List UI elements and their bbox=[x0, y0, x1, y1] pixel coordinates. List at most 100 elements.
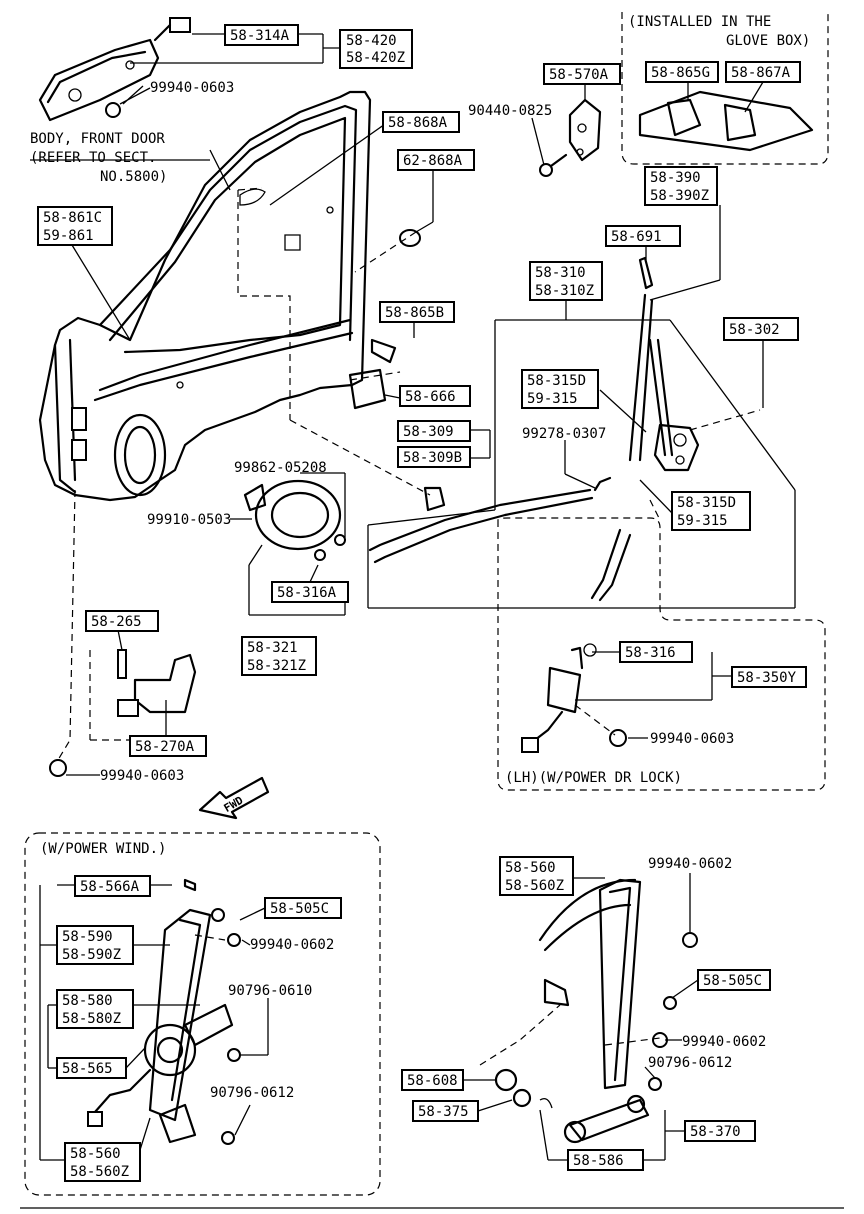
label-58-302: 58-302 bbox=[729, 322, 780, 338]
label-59-315-a: 59-315 bbox=[527, 391, 578, 407]
box-58-865B bbox=[379, 301, 455, 323]
box-58-590 bbox=[56, 925, 134, 965]
label-installed-2: GLOVE BOX) bbox=[726, 33, 810, 49]
label-58-560Z-l: 58-560Z bbox=[70, 1164, 129, 1180]
label-62-868A: 62-868A bbox=[403, 153, 463, 169]
label-58-316A: 58-316A bbox=[277, 585, 337, 601]
label-90796-0612-l: 90796-0612 bbox=[210, 1085, 294, 1101]
front-door-body bbox=[38, 90, 372, 502]
box-58-608 bbox=[401, 1069, 464, 1091]
box-58-691 bbox=[605, 225, 681, 247]
label-58-691: 58-691 bbox=[611, 229, 662, 245]
fwd-arrow-icon bbox=[198, 776, 270, 820]
label-99940-0603-top: 99940-0603 bbox=[150, 80, 234, 96]
label-58-560-r: 58-560 bbox=[505, 860, 556, 876]
box-58-309 bbox=[397, 420, 471, 442]
latch-lock-assembly bbox=[368, 256, 700, 602]
label-58-566A: 58-566A bbox=[80, 879, 140, 895]
box-58-390 bbox=[644, 166, 718, 206]
power-lock-region bbox=[497, 517, 826, 791]
label-58-590Z: 58-590Z bbox=[62, 947, 121, 963]
label-99940-0602-r2: 99940-0602 bbox=[682, 1034, 766, 1050]
label-58-420Z: 58-420Z bbox=[346, 50, 405, 66]
label-58-350Y: 58-350Y bbox=[737, 670, 797, 686]
box-58-321 bbox=[241, 636, 317, 676]
label-58-580: 58-580 bbox=[62, 993, 113, 1009]
label-w-power-wind: (W/POWER WIND.) bbox=[40, 841, 166, 857]
label-59-315-b: 59-315 bbox=[677, 513, 728, 529]
box-58-302 bbox=[723, 317, 799, 341]
label-body-front-door-1: BODY, FRONT DOOR bbox=[30, 131, 165, 147]
box-58-666 bbox=[399, 385, 471, 407]
label-body-front-door-3: NO.5800) bbox=[100, 169, 167, 185]
box-58-566A bbox=[74, 875, 151, 897]
glove-box-region bbox=[621, 12, 829, 165]
box-58-420 bbox=[339, 29, 413, 69]
box-58-565 bbox=[56, 1057, 127, 1079]
label-58-316: 58-316 bbox=[625, 645, 676, 661]
box-58-867A bbox=[725, 61, 801, 83]
label-58-608: 58-608 bbox=[407, 1073, 458, 1089]
door-clips bbox=[348, 229, 446, 512]
label-58-310Z: 58-310Z bbox=[535, 283, 594, 299]
label-body-front-door-2: (REFER TO SECT. bbox=[30, 150, 156, 166]
label-90796-0612-r: 90796-0612 bbox=[648, 1055, 732, 1071]
box-58-865G bbox=[645, 61, 719, 83]
label-58-315D-b: 58-315D bbox=[677, 495, 736, 511]
label-58-570A: 58-570A bbox=[549, 67, 609, 83]
label-58-865B: 58-865B bbox=[385, 305, 444, 321]
label-58-505C-r: 58-505C bbox=[703, 973, 762, 989]
box-58-350Y bbox=[731, 666, 807, 688]
label-99862-05208: 99862-05208 bbox=[234, 460, 327, 476]
label-99910-0503: 99910-0503 bbox=[147, 512, 231, 528]
label-58-321: 58-321 bbox=[247, 640, 298, 656]
box-58-315D-b bbox=[671, 491, 751, 531]
box-58-570A bbox=[543, 63, 621, 85]
power-window-regulator bbox=[87, 878, 241, 1145]
label-58-861C: 58-861C bbox=[43, 210, 102, 226]
box-58-270A bbox=[129, 735, 207, 757]
box-58-316 bbox=[619, 641, 693, 663]
box-58-560-l bbox=[64, 1142, 141, 1182]
label-installed-1: (INSTALLED IN THE bbox=[628, 14, 771, 30]
box-62-868A bbox=[397, 149, 475, 171]
label-58-560Z-r: 58-560Z bbox=[505, 878, 564, 894]
leader-lines bbox=[30, 81, 796, 1161]
lock-actuator bbox=[521, 643, 627, 753]
label-58-309: 58-309 bbox=[403, 424, 454, 440]
box-58-861C bbox=[37, 206, 113, 246]
label-90440-0825: 90440-0825 bbox=[468, 103, 552, 119]
label-58-420: 58-420 bbox=[346, 33, 397, 49]
label-lh-power-lock: (LH)(W/POWER DR LOCK) bbox=[505, 770, 682, 786]
box-58-309B bbox=[397, 446, 471, 468]
glove-box-latch bbox=[638, 90, 814, 152]
label-58-310: 58-310 bbox=[535, 265, 586, 281]
box-58-370 bbox=[684, 1120, 756, 1142]
box-58-560-r bbox=[499, 856, 574, 896]
label-58-505C-l: 58-505C bbox=[270, 901, 329, 917]
label-58-309B: 58-309B bbox=[403, 450, 462, 466]
label-58-590: 58-590 bbox=[62, 929, 113, 945]
label-58-390: 58-390 bbox=[650, 170, 701, 186]
label-58-867A: 58-867A bbox=[731, 65, 791, 81]
door-check bbox=[49, 649, 197, 777]
label-58-315D-a: 58-315D bbox=[527, 373, 586, 389]
label-58-390Z: 58-390Z bbox=[650, 188, 709, 204]
box-58-310 bbox=[529, 261, 603, 301]
label-58-370: 58-370 bbox=[690, 1124, 741, 1140]
label-58-565: 58-565 bbox=[62, 1061, 113, 1077]
box-58-505C-r bbox=[697, 969, 771, 991]
label-99278-0307: 99278-0307 bbox=[522, 426, 606, 442]
box-58-505C-l bbox=[264, 897, 342, 919]
inner-handle-trim-assembly bbox=[38, 17, 191, 122]
label-58-865G: 58-865G bbox=[651, 65, 710, 81]
label-99940-0603-lock: 99940-0603 bbox=[650, 731, 734, 747]
box-58-314A bbox=[224, 24, 299, 46]
box-58-375 bbox=[412, 1100, 479, 1122]
box-58-586 bbox=[567, 1149, 644, 1171]
manual-window-regulator bbox=[494, 878, 698, 1144]
box-58-265 bbox=[85, 610, 159, 632]
label-99940-0603-left: 99940-0603 bbox=[100, 768, 184, 784]
label-58-270A: 58-270A bbox=[135, 739, 195, 755]
